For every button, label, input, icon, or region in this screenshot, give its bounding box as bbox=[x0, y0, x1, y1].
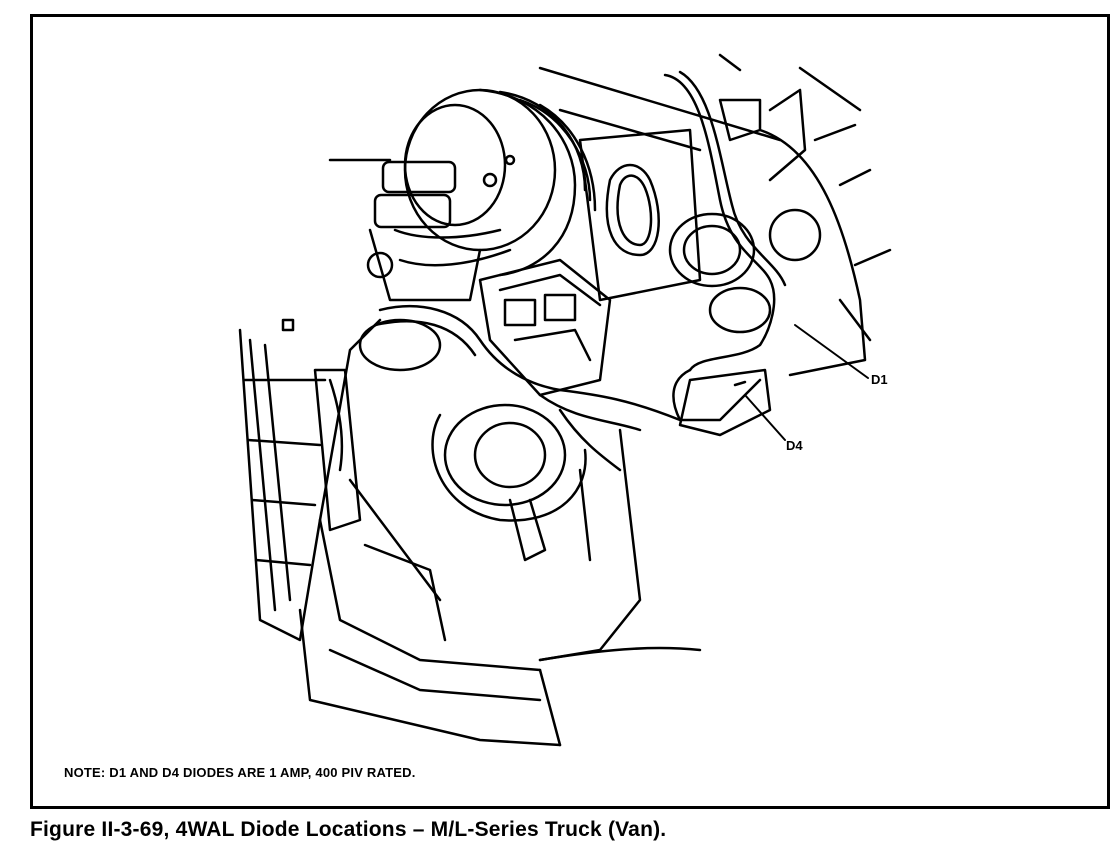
d4-leader-line bbox=[744, 394, 786, 441]
right-body-panel bbox=[718, 88, 872, 377]
ehcu-module bbox=[478, 258, 612, 397]
cowl-lines bbox=[328, 53, 892, 267]
d1-callout-label: D1 bbox=[871, 372, 888, 387]
d4-callout-label: D4 bbox=[786, 438, 803, 453]
lower-body-panel bbox=[298, 428, 702, 747]
diode-rating-note: NOTE: D1 AND D4 DIODES ARE 1 AMP, 400 PI… bbox=[64, 765, 416, 780]
blower-housing bbox=[431, 403, 587, 562]
wire-harness-right bbox=[663, 70, 822, 422]
d4-bracket bbox=[678, 368, 772, 437]
firewall-panel bbox=[578, 128, 702, 302]
fender-outline bbox=[238, 318, 382, 642]
wire-harness-lower bbox=[358, 305, 682, 472]
figure-caption: Figure II-3-69, 4WAL Diode Locations – M… bbox=[30, 818, 667, 841]
d1-leader-line bbox=[794, 324, 869, 379]
brake-booster bbox=[403, 88, 597, 277]
master-cylinder bbox=[366, 160, 512, 302]
figure-frame bbox=[30, 14, 1110, 809]
